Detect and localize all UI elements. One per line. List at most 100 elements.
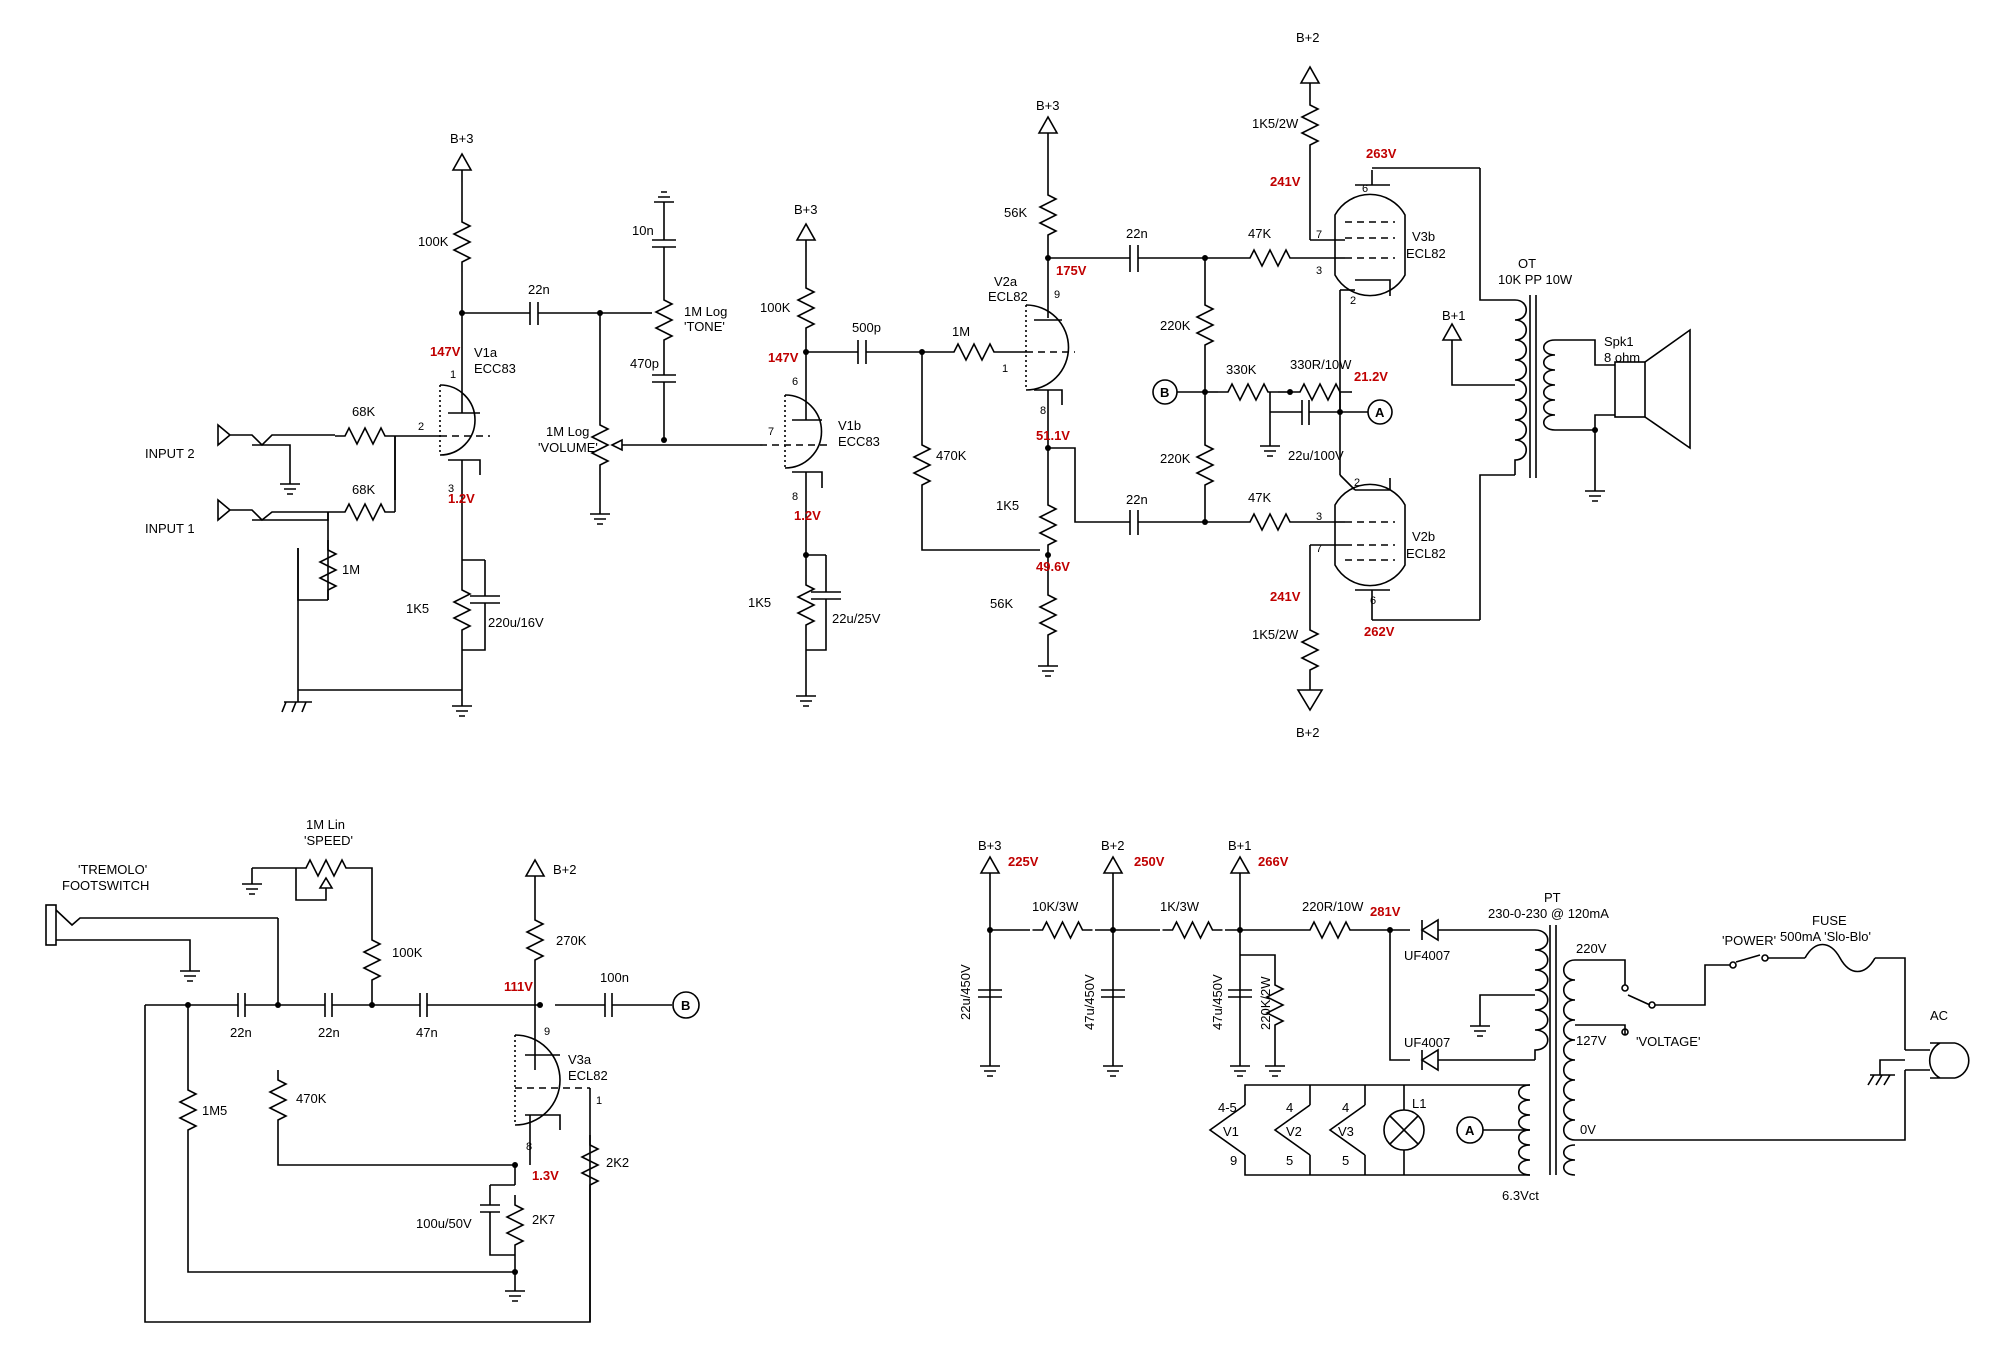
component-label: 220u/16V: [488, 615, 544, 630]
component-label: 47n: [416, 1025, 438, 1040]
voltage-label: 250V: [1134, 854, 1165, 869]
component-label: 100n: [600, 970, 629, 985]
component-label: PT: [1544, 890, 1561, 905]
component-label: 5: [1342, 1153, 1349, 1168]
node-a-label: A: [1465, 1123, 1475, 1138]
component-label: 220V: [1576, 941, 1607, 956]
pin-label: 7: [1316, 543, 1322, 555]
component-label: 1K/3W: [1160, 899, 1200, 914]
component-label: 470p: [630, 356, 659, 371]
pin-label: 8: [792, 491, 798, 503]
component-label: 100K: [392, 945, 423, 960]
component-label: 0V: [1580, 1122, 1596, 1137]
component-label: 230-0-230 @ 120mA: [1488, 906, 1609, 921]
node-b-label: B: [1160, 385, 1169, 400]
tube-label: V1a: [474, 345, 498, 360]
rail-label: B+3: [794, 202, 818, 217]
component-label: 47u/450V: [1082, 974, 1097, 1030]
voltage-label: 263V: [1366, 146, 1397, 161]
preamp-section: B+3 100K 147V V1a ECC83 1 2 3 1.2V 68K 6…: [145, 131, 760, 717]
component-label: 'TONE': [684, 319, 725, 334]
component-label: 47u/450V: [1210, 974, 1225, 1030]
tube-type: ECC83: [474, 361, 516, 376]
component-label: 9: [1230, 1153, 1237, 1168]
component-label: 10K PP 10W: [1498, 272, 1573, 287]
component-label: 1K5/2W: [1252, 116, 1299, 131]
component-label: FUSE: [1812, 913, 1847, 928]
voltage-label: 225V: [1008, 854, 1039, 869]
component-label: Spk1: [1604, 334, 1634, 349]
rail-label: B+2: [1296, 725, 1320, 740]
v1b-stage: B+3 100K 147V 6 7 8 1.2V V1b ECC83 1K5 2…: [748, 202, 1040, 707]
component-label: UF4007: [1404, 1035, 1450, 1050]
component-label: 1M Lin: [306, 817, 345, 832]
voltage-label: 147V: [768, 350, 799, 365]
tube-type: ECL82: [1406, 546, 1446, 561]
voltage-label: 262V: [1364, 624, 1395, 639]
component-label: 220R/10W: [1302, 899, 1364, 914]
voltage-label: 49.6V: [1036, 559, 1070, 574]
component-label: 270K: [556, 933, 587, 948]
component-label: 22u/100V: [1288, 448, 1344, 463]
tube-label: V2b: [1412, 529, 1435, 544]
pin-label: 7: [1316, 229, 1322, 241]
voltage-label: 51.1V: [1036, 428, 1070, 443]
component-label: 5: [1286, 1153, 1293, 1168]
pin-label: 3: [1316, 265, 1322, 277]
component-label: 2K2: [606, 1155, 629, 1170]
v2a-stage: B+3 56K 175V V2a ECL82 9 1 8 51.1V 1K5 4…: [988, 98, 1393, 677]
voltage-label: 1.3V: [532, 1168, 559, 1183]
component-label: OT: [1518, 256, 1536, 271]
component-label: 1M: [342, 562, 360, 577]
tube-type: ECC83: [838, 434, 880, 449]
component-label: 22n: [318, 1025, 340, 1040]
component-label: 47K: [1248, 490, 1271, 505]
component-label: 470K: [936, 448, 967, 463]
resistor: [453, 211, 471, 273]
component-label: 500p: [852, 320, 881, 335]
component-label: 22u/450V: [958, 964, 973, 1020]
component-label: 1M: [952, 324, 970, 339]
tube-label: V2a: [994, 274, 1018, 289]
tube-label: V3b: [1412, 229, 1435, 244]
component-label: 1M Log: [546, 424, 589, 439]
pin-label: 8: [1040, 405, 1046, 417]
voltage-label: 111V: [504, 979, 533, 994]
pin-label: 1: [1002, 363, 1008, 375]
node-a-label: A: [1375, 405, 1385, 420]
tube-label: V1b: [838, 418, 861, 433]
rail-label: B+1: [1228, 838, 1252, 853]
pin-label: 6: [792, 376, 798, 388]
component-label: AC: [1930, 1008, 1948, 1023]
power-supply-section: B+3 225V B+2 250V B+1 266V 10K/3W 1K/3W …: [958, 838, 1970, 1203]
tremolo-section: 'TREMOLO' FOOTSWITCH 1M Lin 'SPEED' 100K…: [45, 817, 700, 1323]
voltage-label: 266V: [1258, 854, 1289, 869]
component-label: 56K: [990, 596, 1013, 611]
component-label: 'TREMOLO': [78, 862, 147, 877]
rail-label: B+2: [1296, 30, 1320, 45]
component-label: 4: [1286, 1100, 1293, 1115]
voltage-label: 1.2V: [448, 491, 475, 506]
voltage-label: 147V: [430, 344, 461, 359]
component-label: 330K: [1226, 362, 1257, 377]
tube-label: V3a: [568, 1052, 592, 1067]
component-label: V3: [1338, 1124, 1354, 1139]
component-label: 100K: [760, 300, 791, 315]
component-label: 'VOLUME': [538, 440, 598, 455]
component-label: 1M5: [202, 1103, 227, 1118]
component-label: 330R/10W: [1290, 357, 1352, 372]
pin-label: 2: [418, 421, 424, 433]
component-label: 68K: [352, 482, 375, 497]
pin-label: 6: [1362, 183, 1368, 195]
component-label: 47K: [1248, 226, 1271, 241]
rail-label: B+2: [1101, 838, 1125, 853]
component-label: 22n: [528, 282, 550, 297]
component-label: 'POWER': [1722, 933, 1776, 948]
rail-label: B+3: [450, 131, 474, 146]
pin-label: 9: [544, 1026, 550, 1038]
pin-label: 1: [596, 1095, 602, 1107]
component-label: V2: [1286, 1124, 1302, 1139]
component-label: 56K: [1004, 205, 1027, 220]
component-label: 10K/3W: [1032, 899, 1079, 914]
